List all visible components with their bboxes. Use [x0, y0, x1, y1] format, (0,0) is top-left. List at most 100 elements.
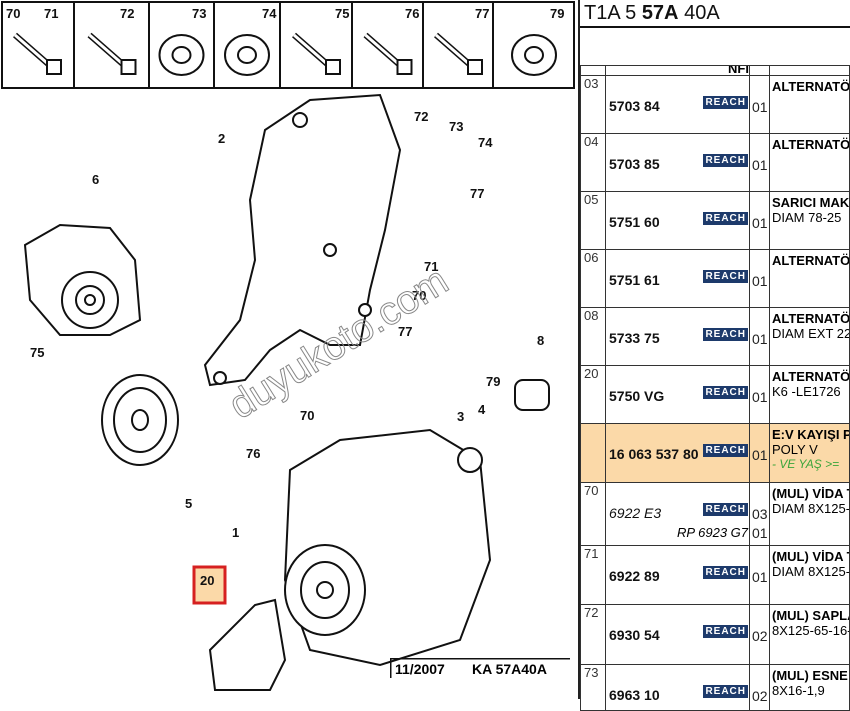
fastener-icon [158, 34, 205, 76]
callout-20-highlight[interactable] [192, 565, 227, 605]
title-divider [580, 26, 850, 28]
table-header: NFI [580, 65, 850, 76]
description-note: - VE YAŞ >= [772, 457, 840, 471]
part-number[interactable]: 5750 VG [609, 388, 665, 404]
fastener-icon [87, 32, 137, 75]
callout-8[interactable]: 8 [537, 333, 544, 348]
description-detail: DIAM EXT 22 [772, 326, 850, 341]
divider [578, 0, 580, 699]
callout-76[interactable]: 76 [246, 446, 260, 461]
part-number[interactable]: 6963 10 [609, 687, 660, 703]
strip-label-70[interactable]: 70 [6, 6, 20, 21]
alternator-bracket [203, 93, 402, 387]
reach-badge: REACH [703, 685, 748, 698]
ref-number: 05 [584, 192, 599, 207]
reach-badge: REACH [703, 96, 748, 109]
fastener-icon [363, 32, 413, 75]
strip-label-72[interactable]: 72 [120, 6, 134, 21]
strip-label-75[interactable]: 75 [335, 6, 349, 21]
part-number[interactable]: 6922 E3 [609, 505, 662, 521]
description-title: E:V KAYIŞI P [772, 427, 850, 442]
replacement-part[interactable]: RP 6923 G7 [676, 525, 748, 540]
callout-3[interactable]: 3 [457, 409, 464, 424]
part-number[interactable]: 5703 85 [609, 156, 660, 172]
callout-6[interactable]: 6 [92, 172, 99, 187]
description-title: ALTERNATÖ [772, 311, 850, 326]
description-title: ALTERNATÖ [772, 79, 850, 94]
fastener-icon [434, 32, 483, 75]
callout-74[interactable]: 74 [478, 135, 493, 150]
quantity: 02 [752, 688, 768, 704]
strip-label-74[interactable]: 74 [262, 6, 277, 21]
strip-label-73[interactable]: 73 [192, 6, 206, 21]
part-number[interactable]: 16 063 537 80 [609, 446, 699, 462]
ref-number: 06 [584, 250, 599, 265]
strip-label-76[interactable]: 76 [405, 6, 419, 21]
description-title: (MUL) VİDA T [772, 549, 850, 564]
ref-number: 73 [584, 665, 599, 680]
callout-5[interactable]: 5 [185, 496, 192, 511]
reach-badge: REACH [703, 566, 748, 579]
quantity: 02 [752, 628, 768, 644]
reach-badge: REACH [703, 270, 748, 283]
strip-label-71[interactable]: 71 [44, 6, 58, 21]
callout-72[interactable]: 72 [414, 109, 428, 124]
ref-number: 03 [584, 76, 599, 91]
reach-badge: REACH [703, 328, 748, 341]
alternator [283, 428, 492, 667]
callout-77[interactable]: 77 [470, 186, 484, 201]
reach-badge: REACH [703, 154, 748, 167]
fastener-icon [292, 32, 341, 75]
tensioner [23, 223, 142, 336]
part-number[interactable]: 6930 54 [609, 627, 660, 643]
page-title: T1A 5 57A 40A [584, 2, 720, 25]
ref-number: 72 [584, 605, 599, 620]
ref-number: 71 [584, 546, 599, 561]
reach-badge: REACH [703, 625, 748, 638]
callout-70[interactable]: 70 [300, 408, 314, 423]
callout-77[interactable]: 77 [398, 324, 412, 339]
strip-label-79[interactable]: 79 [550, 6, 564, 21]
callout-75[interactable]: 75 [30, 345, 44, 360]
quantity: 01 [752, 157, 768, 173]
description-detail: K6 -LE1726 [772, 384, 841, 399]
description-title: ALTERNATÖ [772, 253, 850, 268]
parts-table: NFI 03 5703 84 REACH 01 ALTERNATÖ 04 5703 … [580, 65, 850, 711]
diagram-ref: KA 57A40A [472, 661, 547, 677]
reach-badge: REACH [703, 444, 748, 457]
callout-20[interactable]: 20 [200, 573, 214, 588]
callout-70[interactable]: 70 [412, 288, 426, 303]
quantity: 01 [752, 569, 768, 585]
callout-71[interactable]: 71 [424, 259, 438, 274]
callout-2[interactable]: 2 [218, 131, 225, 146]
part-number[interactable]: 6922 89 [609, 568, 660, 584]
callout-4[interactable]: 4 [478, 402, 486, 417]
part-number[interactable]: 5703 84 [609, 98, 660, 114]
quantity: 01 [752, 99, 768, 115]
ref-number: 04 [584, 134, 599, 149]
part-number[interactable]: 5751 60 [609, 214, 660, 230]
title-prefix: T1A 5 [584, 2, 642, 24]
quantity: 01 [752, 447, 768, 463]
callout-73[interactable]: 73 [449, 119, 463, 134]
diagram-date: 11/2007 [395, 661, 445, 677]
description-detail: 8X16-1,9 [772, 683, 825, 698]
table-row[interactable]: 03 5703 84 REACH 01 ALTERNATÖ [580, 75, 850, 134]
part-number[interactable]: 5751 61 [609, 272, 660, 288]
fastener-icon [224, 34, 270, 76]
description-title: SARICI MAK [772, 195, 850, 210]
callout-79[interactable]: 79 [486, 374, 500, 389]
callout-1[interactable]: 1 [232, 525, 239, 540]
part-number[interactable]: 5733 75 [609, 330, 660, 346]
strip-label-77[interactable]: 77 [475, 6, 489, 21]
